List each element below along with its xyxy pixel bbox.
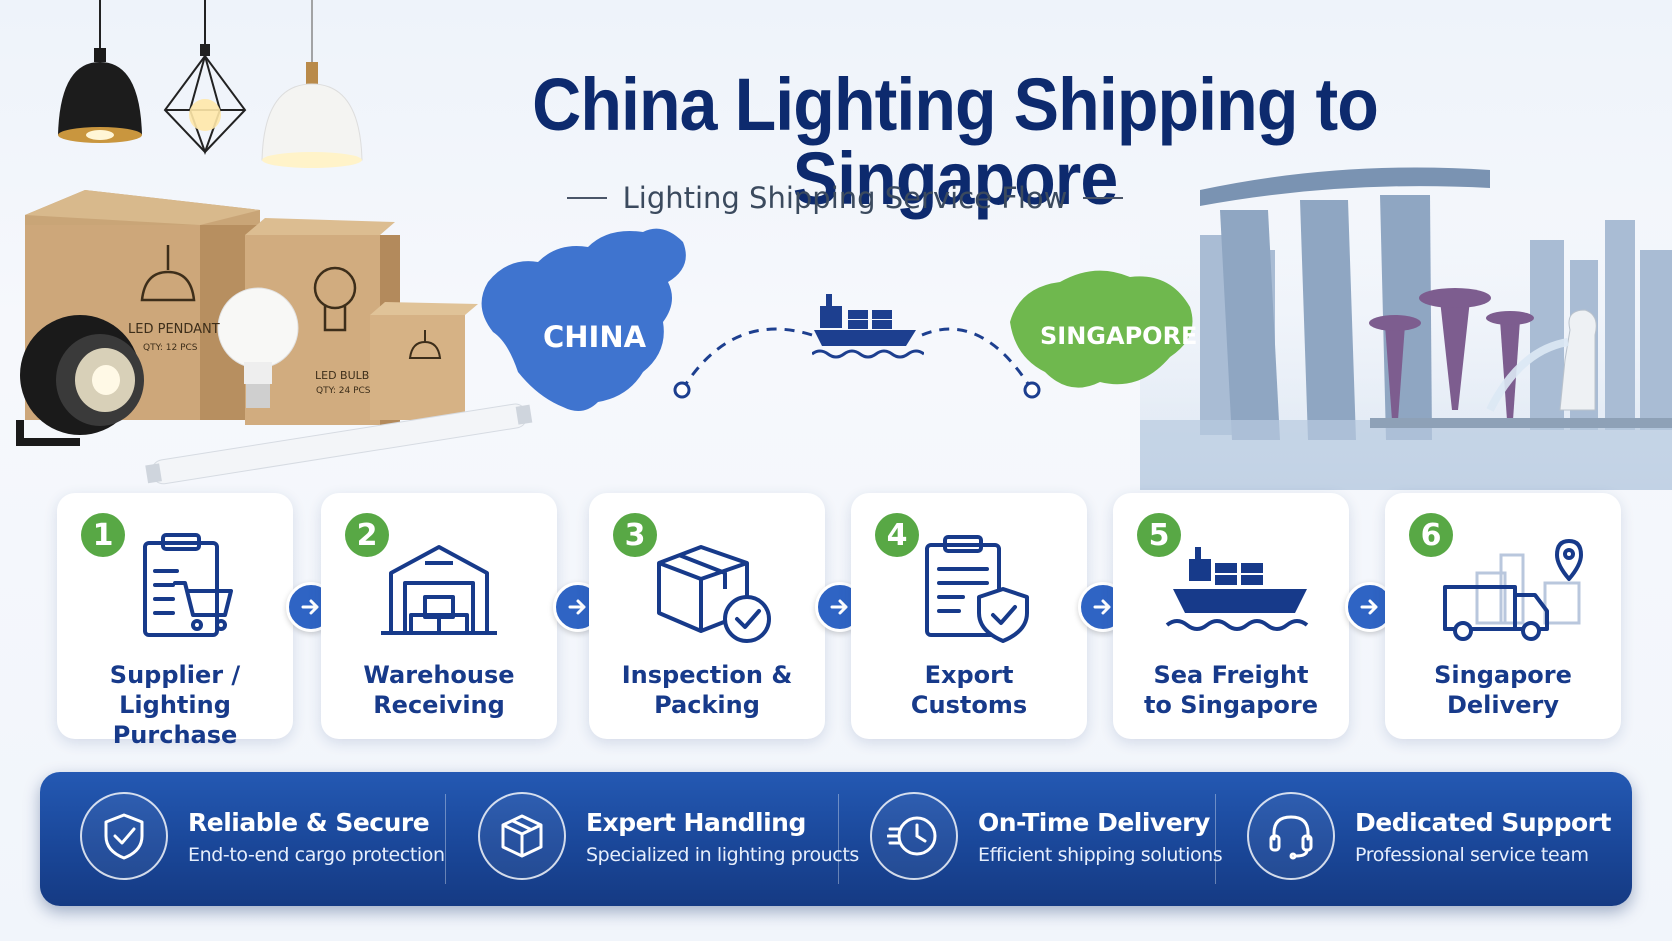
page-subtitle: Lighting Shipping Service Flow xyxy=(622,181,1068,215)
feature-subtitle: Professional service team xyxy=(1355,844,1589,866)
feature-expert-handling: Expert Handling Specialized in lighting … xyxy=(478,772,859,906)
feature-divider xyxy=(838,794,839,884)
cargo-ship-icon xyxy=(1165,547,1309,631)
step-number-badge: 2 xyxy=(345,513,389,557)
products-boxes-illustration xyxy=(16,190,533,485)
pendant-box-qty: QTY: 12 PCS xyxy=(143,343,198,353)
singapore-skyline-illustration xyxy=(1140,167,1672,490)
china-map-label: CHINA xyxy=(543,320,647,354)
step-label: Inspection & Packing xyxy=(621,661,793,719)
feature-title: Dedicated Support xyxy=(1355,808,1611,837)
feature-divider xyxy=(445,794,446,884)
feature-subtitle: Efficient shipping solutions xyxy=(978,844,1223,866)
feature-divider xyxy=(1215,794,1216,884)
bulb-box-qty: QTY: 24 PCS xyxy=(316,386,371,396)
pendant-lamps-illustration xyxy=(58,0,363,168)
headset-icon xyxy=(1247,792,1335,880)
warehouse-icon xyxy=(381,545,497,635)
singapore-map-shape xyxy=(1010,270,1193,388)
box-check-icon xyxy=(657,545,771,643)
step-number-badge: 6 xyxy=(1409,513,1453,557)
shipping-route xyxy=(673,327,1041,399)
step-label: Singapore Delivery xyxy=(1434,661,1572,719)
ship-route-icon xyxy=(812,294,924,359)
shield-check-icon xyxy=(80,792,168,880)
page-title: China Lighting Shipping to Singapore xyxy=(532,63,1379,220)
singapore-map-label: SINGAPORE xyxy=(1040,322,1198,350)
subtitle-row: Lighting Shipping Service Flow xyxy=(560,180,1130,216)
feature-subtitle: End-to-end cargo protection xyxy=(188,844,445,866)
step-number-badge: 1 xyxy=(81,513,125,557)
delivery-truck-icon xyxy=(1443,539,1583,641)
subtitle-left-line xyxy=(566,197,607,199)
clipboard-shield-icon xyxy=(925,535,1029,643)
step-number-badge: 3 xyxy=(613,513,657,557)
features-bar: Reliable & Secure End-to-end cargo prote… xyxy=(40,772,1632,906)
step-number-badge: 5 xyxy=(1137,513,1181,557)
step-card-5: 5 Sea Freight to Singapore xyxy=(1113,493,1349,739)
feature-dedicated-support: Dedicated Support Professional service t… xyxy=(1247,772,1611,906)
step-card-6: 6 Singapore Delivery xyxy=(1385,493,1621,739)
subtitle-right-line xyxy=(1083,197,1124,199)
step-label: Supplier / Lighting Purchase xyxy=(109,661,241,749)
bulb-box-label: LED BULB xyxy=(315,369,370,382)
feature-on-time-delivery: On-Time Delivery Efficient shipping solu… xyxy=(870,772,1223,906)
step-card-4: 4 Export Customs xyxy=(851,493,1087,739)
step-label: Warehouse Receiving xyxy=(363,661,515,719)
step-number-badge: 4 xyxy=(875,513,919,557)
step-label: Sea Freight to Singapore xyxy=(1143,661,1319,719)
step-card-2: 2 Warehouse Receiving xyxy=(321,493,557,739)
feature-title: On-Time Delivery xyxy=(978,808,1210,837)
clock-icon xyxy=(870,792,958,880)
step-card-1: 1 Supplier / Lighting Purchase xyxy=(57,493,293,749)
step-label: Export Customs xyxy=(910,661,1028,719)
feature-title: Expert Handling xyxy=(586,808,806,837)
feature-subtitle: Specialized in lighting proucts xyxy=(586,844,859,866)
step-card-3: 3 Inspection & Packing xyxy=(589,493,825,739)
feature-title: Reliable & Secure xyxy=(188,808,430,837)
feature-reliable-secure: Reliable & Secure End-to-end cargo prote… xyxy=(80,772,445,906)
package-icon xyxy=(478,792,566,880)
china-map-shape xyxy=(481,228,686,411)
clipboard-cart-icon xyxy=(143,533,233,637)
pendant-box-label: LED PENDANT xyxy=(128,322,220,337)
